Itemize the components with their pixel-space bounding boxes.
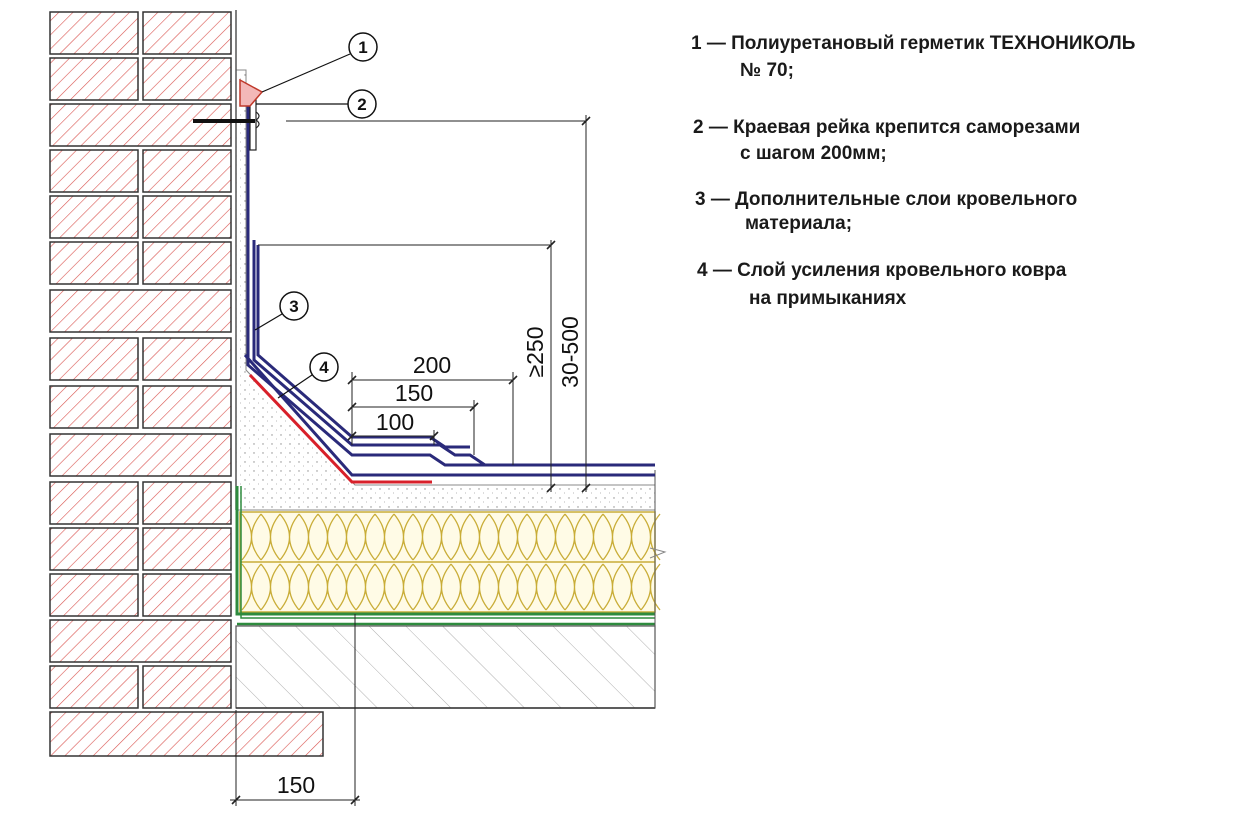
insulation-layer <box>239 511 661 613</box>
svg-text:3: 3 <box>289 297 298 316</box>
svg-text:4: 4 <box>319 358 329 377</box>
callout-2: 2 <box>256 89 377 119</box>
insulation-wave <box>241 563 661 611</box>
dimension-labels: 200 150 100 150 ≥250 30-500 <box>277 316 583 798</box>
sealant <box>239 78 264 107</box>
dim-200: 200 <box>413 352 451 378</box>
callout-3: 3 <box>254 291 309 331</box>
svg-text:2: 2 <box>357 95 366 114</box>
dimension-lines <box>230 115 591 806</box>
concrete-slab <box>235 470 667 709</box>
svg-text:1: 1 <box>358 38 367 57</box>
dim-30-500: 30-500 <box>557 316 583 388</box>
insulation-wave <box>241 513 661 561</box>
callout-1: 1 <box>261 32 378 93</box>
dim-100: 100 <box>376 409 414 435</box>
screed-layer <box>235 10 656 511</box>
dim-150-bottom: 150 <box>277 772 315 798</box>
dim-150: 150 <box>395 380 433 406</box>
brick-wall <box>49 10 324 760</box>
roofing-membrane <box>243 100 655 477</box>
vapor-barrier <box>235 486 655 626</box>
reinforcement-layer <box>248 373 432 484</box>
callout-4: 4 <box>277 352 339 399</box>
dim-250: ≥250 <box>522 327 548 378</box>
